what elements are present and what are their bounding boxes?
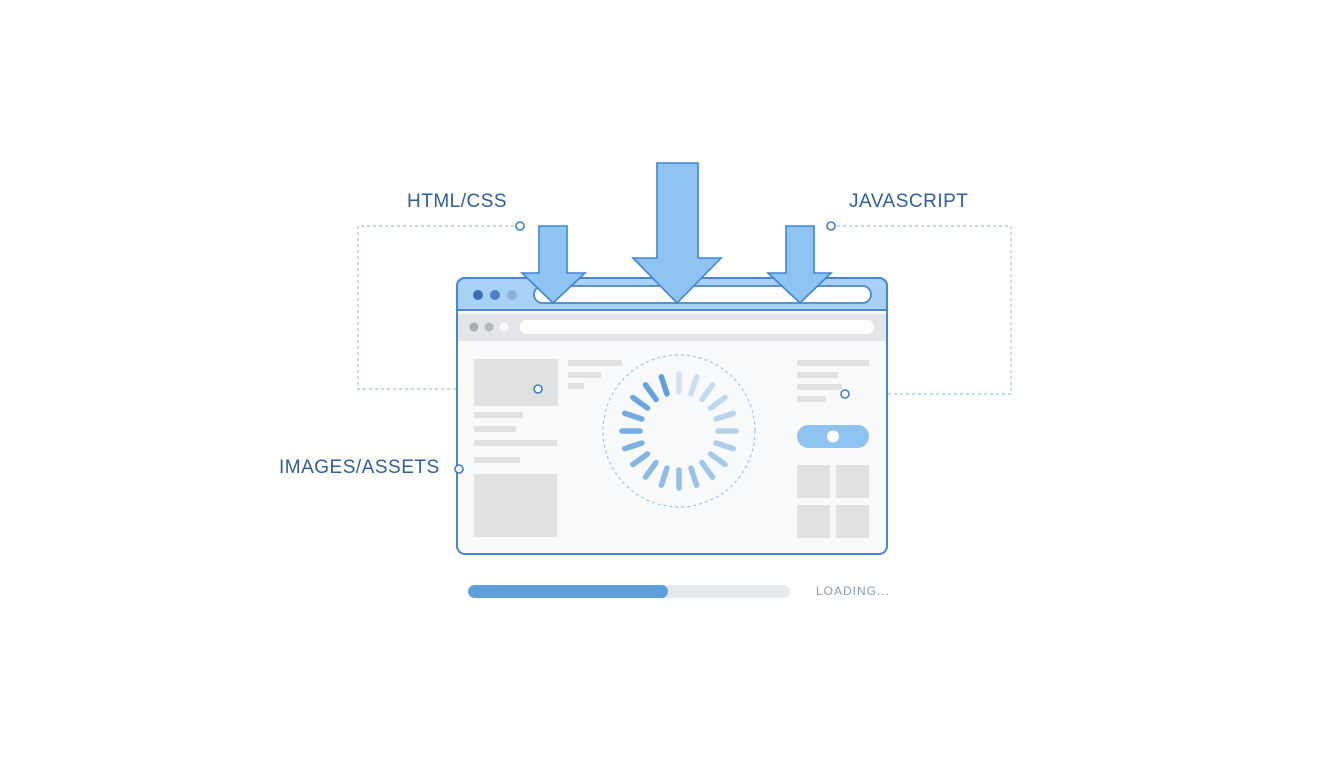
grid-tile bbox=[836, 465, 869, 498]
label-images-assets: IMAGES/ASSETS bbox=[279, 457, 440, 478]
text-line-placeholder bbox=[474, 426, 516, 432]
text-line-placeholder bbox=[568, 383, 584, 389]
text-line-placeholder bbox=[568, 360, 622, 366]
connector-javascript bbox=[831, 225, 1012, 395]
toolbar-dot-icon bbox=[469, 322, 479, 332]
text-line-placeholder bbox=[797, 360, 869, 366]
download-arrows bbox=[520, 162, 833, 305]
spinner-segment bbox=[707, 451, 728, 468]
connector-html-css bbox=[357, 225, 538, 390]
progress-bar-fill bbox=[468, 585, 668, 598]
endpoint-dot bbox=[533, 384, 543, 394]
window-dot-icon bbox=[490, 290, 500, 300]
text-line-placeholder bbox=[474, 457, 520, 463]
text-line-placeholder bbox=[797, 396, 826, 402]
endpoint-dot bbox=[826, 221, 836, 231]
endpoint-dot bbox=[454, 464, 464, 474]
left-content-placeholders bbox=[474, 359, 622, 537]
spinner-segment bbox=[688, 465, 700, 488]
image-placeholder bbox=[474, 359, 558, 406]
spinner-segment bbox=[707, 394, 728, 411]
toolbar-dot-icon bbox=[484, 322, 494, 332]
browser-window bbox=[456, 277, 888, 555]
spinner-segment bbox=[713, 440, 736, 452]
label-html-css: HTML/CSS bbox=[407, 191, 508, 212]
spinner-segment bbox=[622, 410, 645, 422]
spinner-segment bbox=[630, 451, 651, 468]
spinner-segment bbox=[713, 410, 736, 422]
spinner-segment bbox=[699, 382, 716, 403]
toggle-knob bbox=[827, 430, 839, 443]
window-dot-icon bbox=[507, 290, 517, 300]
spinner-segment bbox=[630, 394, 651, 411]
grid-tile bbox=[797, 505, 830, 538]
label-javascript: JAVASCRIPT bbox=[849, 191, 969, 212]
text-line-placeholder bbox=[568, 372, 601, 378]
toolbar-dot-icon bbox=[499, 322, 509, 332]
spinner-segment bbox=[622, 440, 645, 452]
download-arrow-icon bbox=[631, 162, 723, 305]
text-line-placeholder bbox=[474, 440, 557, 446]
endpoint-dot bbox=[840, 389, 850, 399]
grid-tile bbox=[836, 505, 869, 538]
spinner-segment bbox=[688, 374, 700, 397]
spinner-dashed-ring bbox=[602, 354, 756, 508]
progress-bar bbox=[468, 585, 790, 598]
address-bar-outer bbox=[533, 285, 872, 304]
spinner-segment bbox=[642, 459, 659, 480]
text-line-placeholder bbox=[797, 372, 838, 378]
endpoint-dot bbox=[515, 221, 525, 231]
spinner-segment bbox=[658, 374, 670, 397]
right-content-placeholders bbox=[797, 360, 869, 538]
spinner-segment bbox=[699, 459, 716, 480]
text-line-placeholder bbox=[797, 384, 842, 390]
text-line-placeholder bbox=[474, 412, 523, 418]
spinner-segment bbox=[642, 382, 659, 403]
download-arrow-icon bbox=[520, 225, 588, 305]
spinner-segment bbox=[658, 465, 670, 488]
address-bar-inner bbox=[520, 320, 874, 334]
loading-spinner-icon bbox=[619, 371, 739, 491]
loading-label: LOADING... bbox=[816, 584, 891, 598]
image-placeholder bbox=[474, 474, 557, 537]
grid-tile bbox=[797, 465, 830, 498]
download-arrow-icon bbox=[765, 225, 833, 305]
connector-lines bbox=[357, 225, 1012, 395]
connector-endpoints bbox=[454, 221, 850, 474]
window-dot-icon bbox=[473, 290, 483, 300]
